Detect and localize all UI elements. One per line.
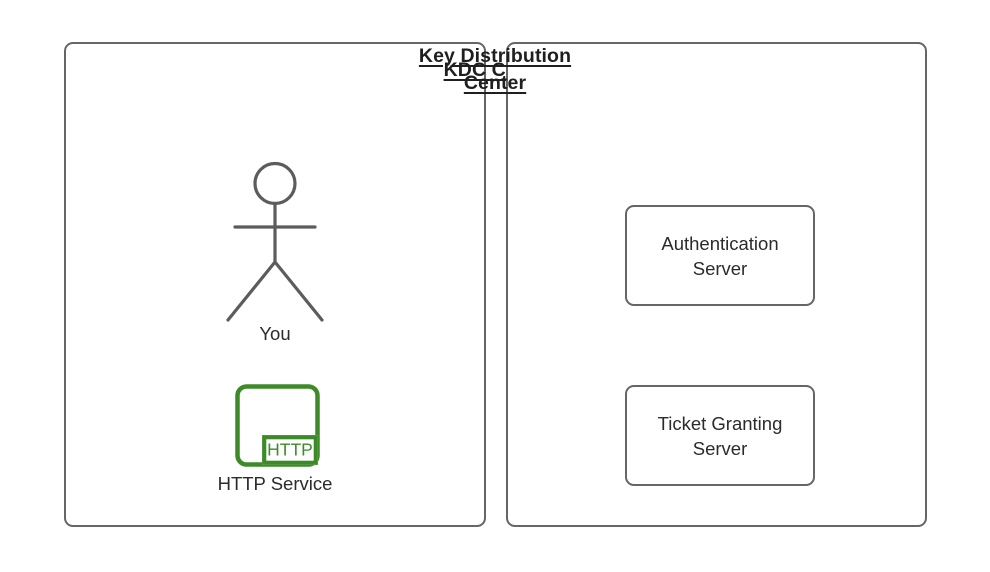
actor-label-you: You xyxy=(259,323,291,344)
ticket-granting-server-box: Ticket Granting Server xyxy=(625,385,815,486)
panel-kdc-title-line1: Key Distribution xyxy=(418,45,572,67)
stick-figure-person-icon xyxy=(219,155,331,327)
authentication-server-box: Authentication Server xyxy=(625,205,815,306)
authentication-server-label: Authentication Server xyxy=(661,232,779,279)
http-service-label: HTTP Service xyxy=(217,473,333,494)
http-service-icon: HTTP xyxy=(232,381,322,469)
panel-kdc-title: Key Distribution Center xyxy=(0,43,990,97)
panel-kdc-title-line2: Center xyxy=(463,72,527,94)
http-badge-text: HTTP xyxy=(267,440,313,460)
ticket-granting-server-label: Ticket Granting Server xyxy=(657,412,783,459)
